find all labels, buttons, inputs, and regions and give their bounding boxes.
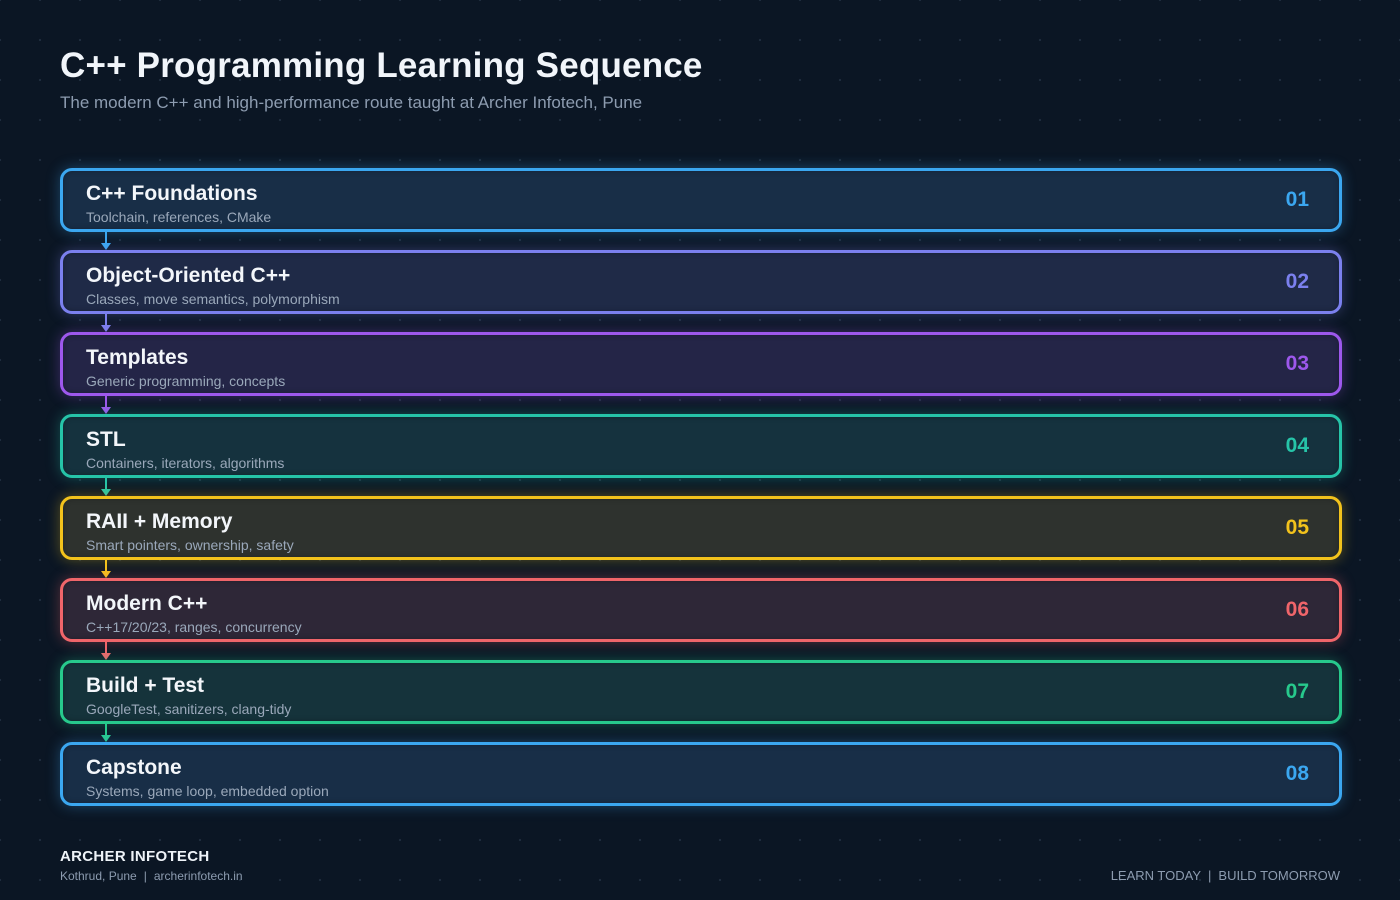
step-number: 05	[1285, 516, 1309, 539]
tagline-build: BUILD TOMORROW	[1218, 868, 1340, 883]
step-title: Templates	[86, 346, 189, 369]
connector-arrow	[101, 232, 111, 250]
footer-brand: ARCHER INFOTECH	[60, 848, 210, 865]
step-stl: STL Containers, iterators, algorithms 04	[60, 414, 1342, 478]
step-title: Capstone	[86, 756, 182, 779]
step-title: Modern C++	[86, 592, 208, 615]
step-title: Build + Test	[86, 674, 205, 697]
step-description: Containers, iterators, algorithms	[86, 455, 285, 471]
step-number: 01	[1285, 188, 1309, 211]
step-object-oriented-cpp: Object-Oriented C++ Classes, move semant…	[60, 250, 1342, 314]
step-number: 06	[1285, 598, 1309, 621]
connector-arrow	[101, 314, 111, 332]
step-title: RAII + Memory	[86, 510, 233, 533]
footer-website: archerinfotech.in	[153, 869, 243, 883]
connector-arrow	[101, 560, 111, 578]
step-number: 02	[1285, 270, 1309, 293]
footer-location: Kothrud, Pune	[60, 869, 137, 883]
step-title: Object-Oriented C++	[86, 264, 291, 287]
footer-contact: Kothrud, Pune | archerinfotech.in	[60, 869, 243, 883]
footer-tagline: LEARN TODAY | BUILD TOMORROW	[1111, 868, 1340, 883]
step-capstone: Capstone Systems, game loop, embedded op…	[60, 742, 1342, 806]
step-number: 08	[1285, 762, 1309, 785]
step-description: Generic programming, concepts	[86, 373, 286, 389]
step-modern-cpp: Modern C++ C++17/20/23, ranges, concurre…	[60, 578, 1342, 642]
step-number: 07	[1285, 680, 1309, 703]
step-templates: Templates Generic programming, concepts …	[60, 332, 1342, 396]
step-number: 04	[1285, 434, 1309, 457]
connector-arrow	[101, 642, 111, 660]
step-description: Toolchain, references, CMake	[86, 209, 272, 225]
step-number: 03	[1285, 352, 1309, 375]
step-title: STL	[86, 428, 126, 451]
page-title: C++ Programming Learning Sequence	[60, 46, 703, 85]
step-title: C++ Foundations	[86, 182, 258, 205]
tagline-learn: LEARN TODAY	[1110, 868, 1202, 883]
step-cpp-foundations: C++ Foundations Toolchain, references, C…	[60, 168, 1342, 232]
page-subtitle: The modern C++ and high-performance rout…	[60, 93, 643, 112]
footer-separator: |	[143, 869, 147, 883]
connector-arrow	[101, 478, 111, 496]
step-description: Classes, move semantics, polymorphism	[86, 291, 340, 307]
tagline-separator: |	[1208, 868, 1212, 883]
connector-arrow	[101, 396, 111, 414]
step-raii-memory: RAII + Memory Smart pointers, ownership,…	[60, 496, 1342, 560]
step-description: Smart pointers, ownership, safety	[86, 537, 294, 553]
step-build-test: Build + Test GoogleTest, sanitizers, cla…	[60, 660, 1342, 724]
step-description: GoogleTest, sanitizers, clang-tidy	[86, 701, 292, 717]
step-description: C++17/20/23, ranges, concurrency	[86, 619, 302, 635]
connector-arrow	[101, 724, 111, 742]
step-description: Systems, game loop, embedded option	[86, 783, 329, 799]
